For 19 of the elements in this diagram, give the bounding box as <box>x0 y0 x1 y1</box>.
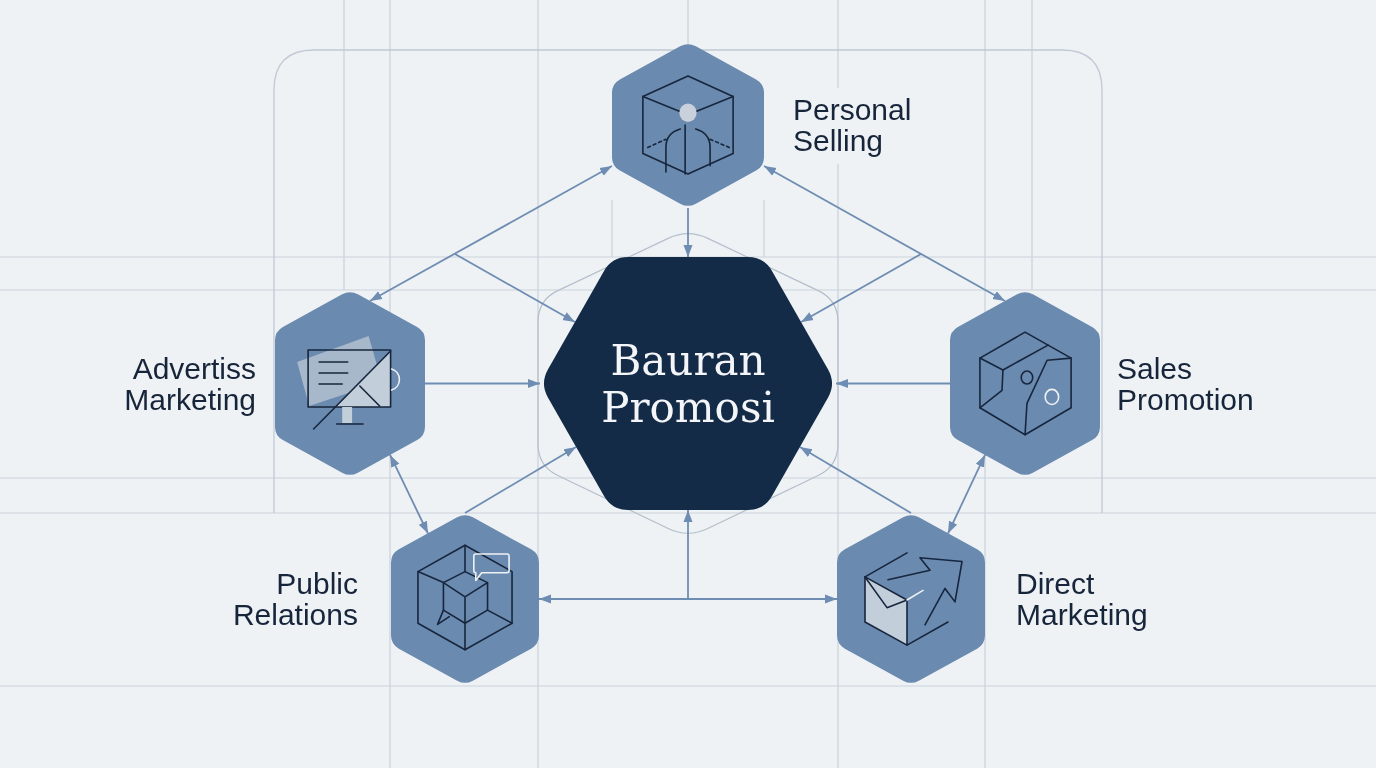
node-label: Direct Marketing <box>1016 568 1148 630</box>
double-headed-arrow <box>947 454 986 535</box>
arrow <box>800 253 922 323</box>
double-headed-arrow <box>538 594 838 604</box>
node-label: Public Relations <box>232 568 358 630</box>
node-label: Advertiss Marketing <box>124 352 256 415</box>
node-label: Sales Promotion <box>1117 352 1254 415</box>
node-title: Bauran Promosi <box>601 336 775 431</box>
double-headed-arrow <box>369 165 613 302</box>
arrow <box>424 379 541 388</box>
arrow <box>464 446 577 514</box>
node-label: Personal Selling <box>793 94 912 156</box>
arrow <box>454 253 576 323</box>
double-headed-arrow <box>763 165 1006 302</box>
arrow <box>683 509 693 600</box>
arrow <box>799 446 912 514</box>
arrow <box>683 207 693 258</box>
arrow <box>835 379 951 388</box>
double-headed-arrow <box>389 454 429 535</box>
